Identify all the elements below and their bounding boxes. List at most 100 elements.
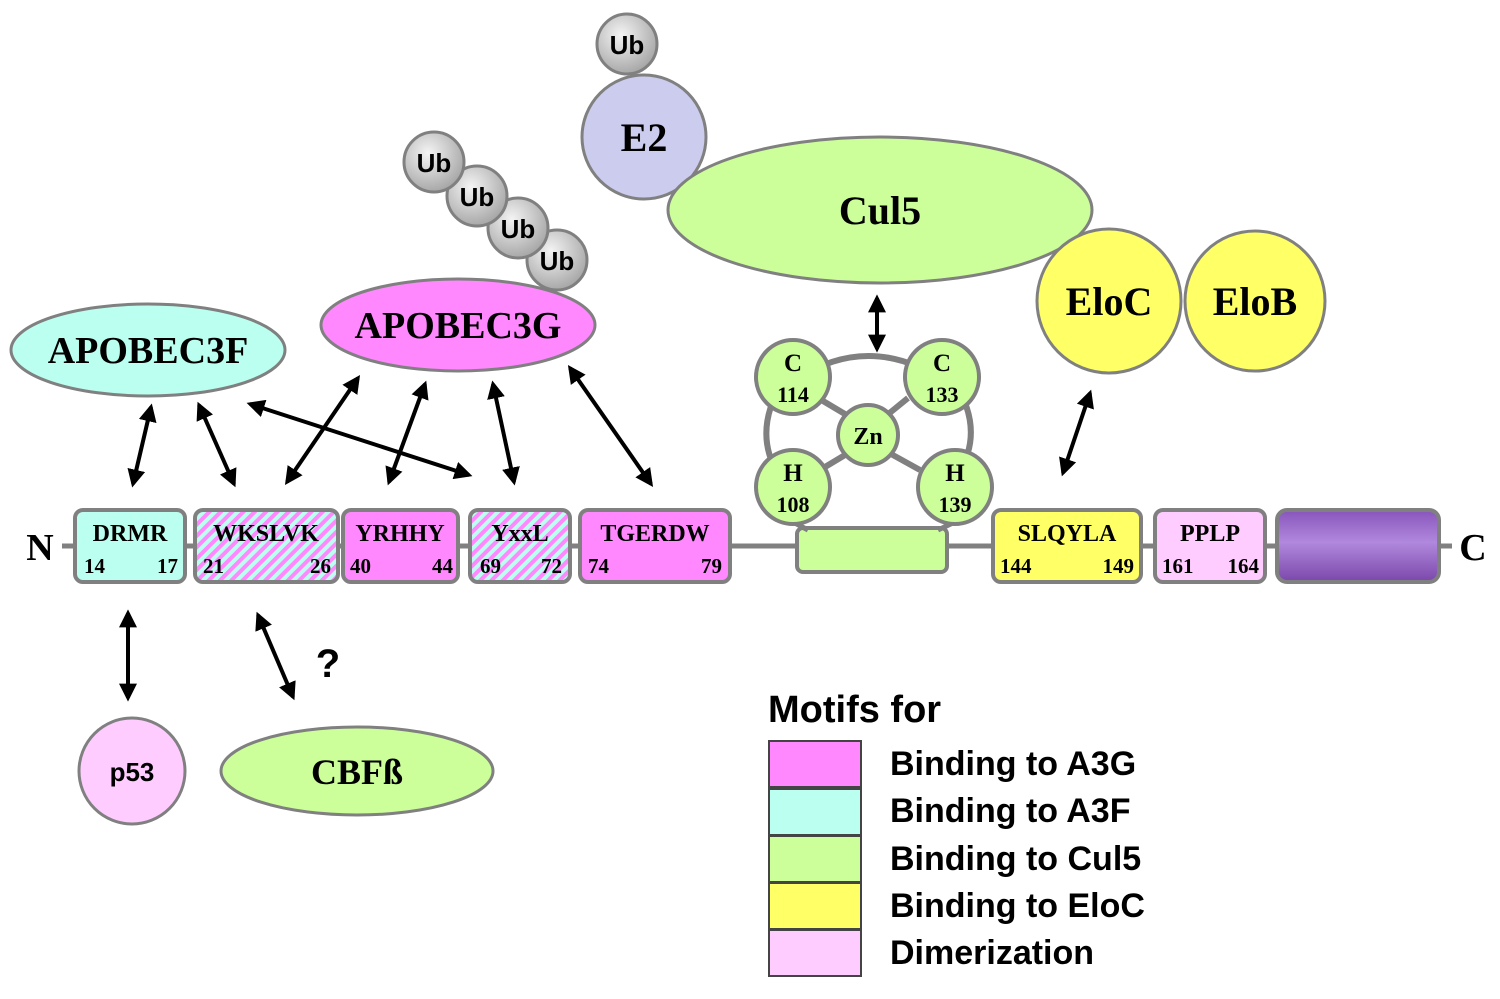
legend: Motifs for Binding to A3G Binding to A3F… — [768, 689, 1145, 977]
motif-slqyla-end: 149 — [1103, 554, 1135, 578]
motif-yrhhy: YRHHY 40 44 — [341, 508, 460, 584]
elob-circle — [1183, 229, 1327, 373]
motif-yxxl-name: YxxL — [491, 521, 548, 547]
e2-circle — [580, 73, 708, 201]
cbfb-ellipse — [219, 725, 495, 817]
motif-slqyla-name: SLQYLA — [1018, 521, 1117, 547]
motif-yrhhy-name: YRHHY — [355, 521, 444, 547]
legend-item-dimerization: Dimerization — [768, 929, 1094, 977]
c-terminus-label: C — [1459, 527, 1486, 569]
residue-h139-letter: H — [945, 460, 965, 487]
legend-label: Dimerization — [890, 934, 1094, 972]
legend-label: Binding to Cul5 — [890, 840, 1141, 878]
motif-drmr-end: 17 — [157, 554, 178, 578]
apobec3g-label: APOBEC3G — [355, 305, 562, 347]
cul5-ellipse — [666, 135, 1094, 285]
residue-h108-letter: H — [783, 460, 803, 487]
motif-pplp: PPLP 161 164 — [1153, 508, 1267, 584]
legend-item-a3g: Binding to A3G — [768, 740, 1136, 788]
residue-c114-number: 114 — [777, 382, 809, 407]
arrow-wkslvk-cbfb — [255, 611, 296, 701]
legend-item-eloc: Binding to EloC — [768, 882, 1145, 930]
zinc-finger-box — [795, 526, 949, 574]
p53-circle — [77, 716, 187, 826]
motif-tgerdw: TGERDW 74 79 — [578, 508, 732, 584]
motif-yxxl-end: 72 — [541, 554, 562, 578]
arrow-drmr-a3f — [127, 403, 157, 488]
n-terminus-label: N — [26, 527, 53, 569]
legend-label: Binding to A3F — [890, 792, 1130, 830]
apobec3g-ellipse — [319, 277, 597, 373]
residue-h108-number: 108 — [777, 492, 810, 517]
e2-ubiquitin-label: Ub — [610, 30, 645, 60]
ubiquitin-circle — [445, 164, 509, 228]
legend-label: Binding to EloC — [890, 887, 1145, 925]
interaction-arrows — [119, 294, 1094, 702]
residue-c114-circle — [754, 338, 832, 416]
motif-pplp-end: 164 — [1228, 554, 1260, 578]
residue-c133-circle — [903, 338, 981, 416]
legend-swatch — [768, 740, 862, 788]
eloc-circle — [1035, 227, 1183, 375]
residue-h108-circle — [754, 448, 832, 526]
cbfb-label: CBFß — [311, 752, 403, 792]
eloc-label: EloC — [1066, 279, 1153, 324]
residue-c114-letter: C — [784, 350, 802, 377]
ubiquitin-label: Ub — [417, 148, 452, 178]
motif-wkslvk: WKSLVK 21 26 — [193, 508, 340, 584]
arrow-wkslvk-a3g — [284, 375, 361, 485]
ubiquitin-label: Ub — [501, 214, 536, 244]
arrow-slqyla-eloc — [1059, 389, 1094, 477]
e2-ubiquitin-circle — [595, 12, 659, 76]
arrow-yxxl-a3g — [487, 380, 520, 486]
motif-pplp-name: PPLP — [1180, 521, 1240, 547]
zinc-coordination: C 114 C 133 H 108 H 139 Zn — [754, 338, 994, 533]
motif-drmr-start: 14 — [84, 554, 106, 578]
p53-label: p53 — [110, 757, 155, 787]
motif-tgerdw-end: 79 — [701, 554, 722, 578]
e2-label: E2 — [621, 115, 668, 160]
residue-c133-letter: C — [933, 350, 951, 377]
legend-swatch — [768, 835, 862, 883]
residue-h139-circle — [916, 448, 994, 526]
motif-tgerdw-name: TGERDW — [600, 521, 709, 547]
motif-wkslvk-name: WKSLVK — [213, 521, 319, 547]
legend-swatch — [768, 788, 862, 836]
motif-yxxl: YxxL 69 72 — [468, 508, 572, 584]
ubiquitin-label: Ub — [460, 182, 495, 212]
ubiquitin-label: Ub — [540, 246, 575, 276]
motif-yrhhy-end: 44 — [432, 554, 454, 578]
legend-swatch — [768, 929, 862, 977]
motif-drmr: DRMR 14 17 — [73, 508, 187, 584]
a3g-ubiquitin-chain: Ub Ub Ub Ub — [402, 130, 589, 292]
cul5-label: Cul5 — [839, 188, 921, 233]
elob-label: EloB — [1213, 279, 1297, 324]
motif-pplp-start: 161 — [1162, 554, 1194, 578]
c-terminal-domain-box — [1275, 508, 1441, 584]
zinc-ion-label: Zn — [853, 424, 882, 450]
residue-h139-number: 139 — [939, 492, 972, 517]
legend-item-a3f: Binding to A3F — [768, 788, 1130, 836]
motif-slqyla: SLQYLA 144 149 — [991, 508, 1143, 584]
apobec3f-ellipse — [9, 302, 287, 398]
legend-item-cul5: Binding to Cul5 — [768, 835, 1141, 883]
legend-label: Binding to A3G — [890, 745, 1136, 783]
motif-wkslvk-start: 21 — [203, 554, 224, 578]
question-mark: ? — [316, 642, 340, 686]
zinc-ion-circle — [836, 403, 900, 467]
motif-slqyla-start: 144 — [1000, 554, 1032, 578]
legend-swatch — [768, 882, 862, 930]
motif-yrhhy-start: 40 — [350, 554, 371, 578]
motif-wkslvk-end: 26 — [310, 554, 331, 578]
motif-tgerdw-start: 74 — [588, 554, 610, 578]
arrow-wkslvk-a3f — [196, 401, 237, 488]
arrow-tgerdw-a3g — [567, 365, 654, 487]
arrow-yxxl-a3f — [246, 399, 473, 480]
apobec3f-label: APOBEC3F — [48, 330, 249, 372]
arrow-yrhhy-a3g — [385, 380, 429, 486]
residue-c133-number: 133 — [926, 382, 959, 407]
motif-yxxl-start: 69 — [480, 554, 501, 578]
motif-drmr-name: DRMR — [93, 521, 168, 547]
legend-title: Motifs for — [768, 689, 941, 731]
